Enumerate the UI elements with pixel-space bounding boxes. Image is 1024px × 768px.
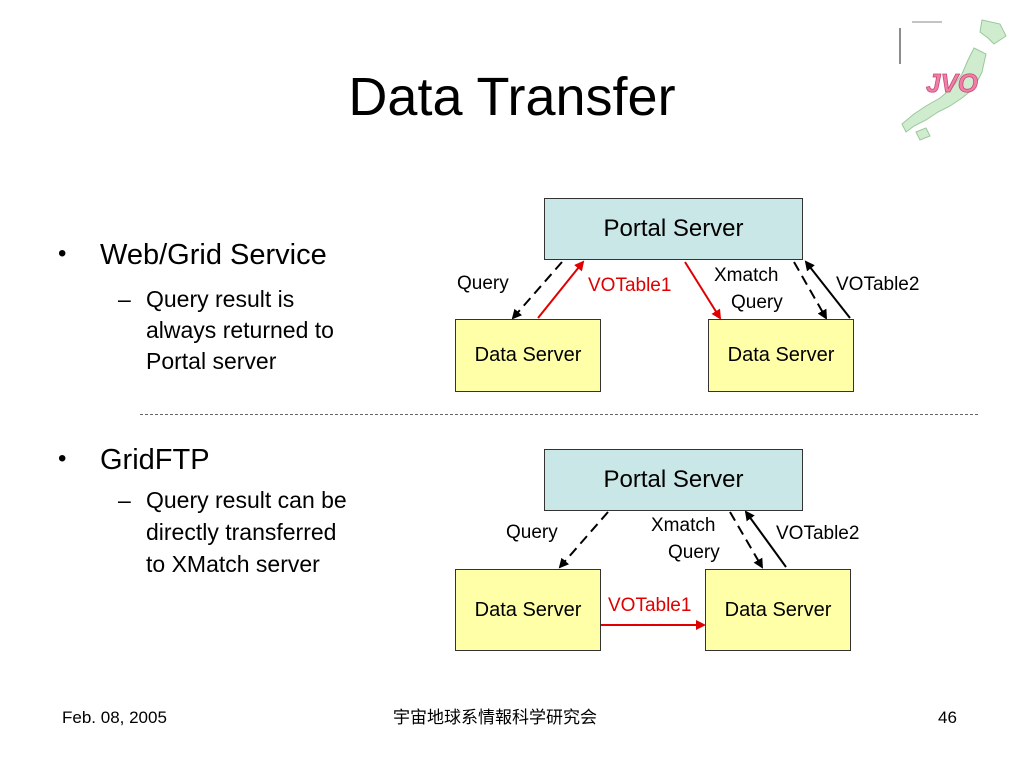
query-arrow — [511, 261, 563, 320]
sub-bullet-line: directly transferred — [146, 519, 337, 545]
data-server-label: Data Server — [474, 598, 582, 621]
portal-server-box: Portal Server — [544, 449, 803, 511]
votable1-label: VOTable1 — [588, 275, 672, 296]
votable2-label: VOTable2 — [836, 274, 920, 295]
sub-bullet-dash: – — [118, 487, 131, 513]
section-divider — [140, 414, 978, 415]
page-number: 46 — [938, 708, 957, 727]
logo-text: JVO — [926, 68, 978, 98]
sub-bullet-line: always returned to — [146, 317, 334, 343]
data-server-label: Data Server — [474, 344, 582, 366]
footer-center-text: 宇宙地球系情報科学研究会 — [393, 708, 597, 728]
votable2-label: VOTable2 — [776, 523, 860, 544]
portal-server-label: Portal Server — [603, 215, 744, 242]
bullet-web-grid-service: Web/Grid Service — [100, 239, 327, 271]
xmatch-label: Xmatch — [651, 515, 716, 536]
slide-title: Data Transfer — [348, 67, 676, 127]
xmatch-query-label: Query — [731, 292, 783, 313]
xmatch-query-label: Query — [668, 542, 720, 563]
data-server-box: Data Server — [455, 569, 601, 651]
data-server-box: Data Server — [708, 319, 854, 392]
bullet-gridftp: GridFTP — [100, 444, 210, 476]
japan-map-icon: JVO — [899, 19, 1007, 141]
query-label: Query — [457, 273, 509, 294]
data-server-box: Data Server — [455, 319, 601, 392]
query-label: Query — [506, 522, 558, 543]
footer-date: Feb. 08, 2005 — [62, 708, 167, 727]
sub-bullet-line: Query result is — [146, 286, 295, 312]
data-server-label: Data Server — [724, 598, 832, 621]
xmatch-label: Xmatch — [714, 265, 779, 286]
votable1-label: VOTable1 — [608, 595, 692, 616]
bullet-dot: • — [58, 445, 67, 472]
sub-bullet-line: to XMatch server — [146, 551, 320, 577]
xmatch-query-arrow — [729, 511, 764, 569]
query-arrow — [558, 511, 609, 569]
portal-server-box: Portal Server — [544, 198, 803, 260]
xmatch-query-arrow — [793, 261, 827, 320]
votable1-arrow — [537, 260, 585, 319]
sub-bullet-dash: – — [118, 286, 131, 312]
portal-server-label: Portal Server — [603, 466, 744, 493]
sub-bullet-line: Query result can be — [146, 487, 347, 513]
bullet-dot: • — [58, 240, 67, 267]
jvo-logo: JVO — [896, 14, 1012, 144]
sub-bullet-line: Portal server — [146, 348, 277, 374]
data-server-box: Data Server — [705, 569, 851, 651]
data-server-label: Data Server — [727, 344, 835, 366]
